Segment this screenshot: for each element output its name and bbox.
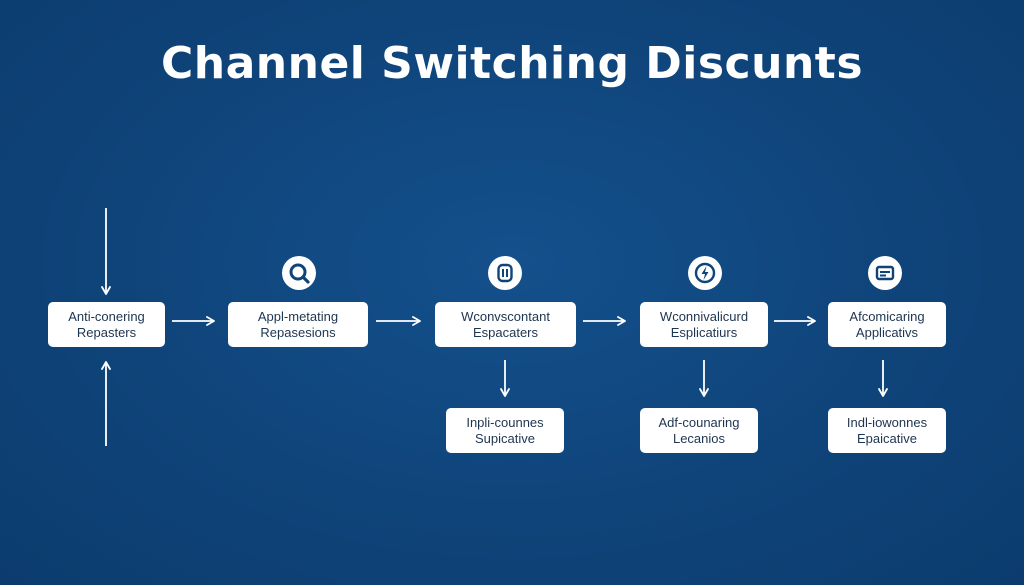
node-label-line1: Anti-conering (68, 308, 145, 324)
magnifier-icon (282, 256, 316, 290)
card-icon (868, 256, 902, 290)
node-label-line1: Inpli-counnes (466, 414, 544, 430)
node-label-line2: Repasters (76, 324, 137, 340)
node-label-line2: Espacaters (472, 324, 539, 340)
sub-node-1: Inpli-counnes Supicative (446, 408, 564, 453)
sub-node-3: Indl-iowonnes Epaicative (828, 408, 946, 453)
node-label-line2: Epaicative (857, 430, 917, 446)
node-label-line1: Appl-metating (257, 308, 339, 324)
node-label-line2: Lecanios (672, 430, 726, 446)
node-label-line2: Repasesions (260, 324, 336, 340)
diagram-title: Channel Switching Discunts (160, 38, 864, 89)
flow-node-5: Afcomicaring Applicativs (828, 302, 946, 347)
lightning-icon (688, 256, 722, 290)
node-label-line1: Afcomicaring (849, 308, 925, 324)
node-label-line1: Adf-counaring (658, 414, 740, 430)
node-label-line1: Wconnivalicurd (659, 308, 749, 324)
node-label-line1: Indl-iowonnes (846, 414, 928, 430)
flow-node-1: Anti-conering Repasters (48, 302, 165, 347)
flow-node-2: Appl-metating Repasesions (228, 302, 368, 347)
node-label-line2: Supicative (475, 430, 535, 446)
node-label-line2: Esplicatiurs (670, 324, 738, 340)
node-label-line2: Applicativs (855, 324, 919, 340)
pause-icon (488, 256, 522, 290)
flow-node-4: Wconnivalicurd Esplicatiurs (640, 302, 768, 347)
flow-node-3: Wconvscontant Espacaters (435, 302, 576, 347)
sub-node-2: Adf-counaring Lecanios (640, 408, 758, 453)
node-label-line1: Wconvscontant (461, 308, 550, 324)
